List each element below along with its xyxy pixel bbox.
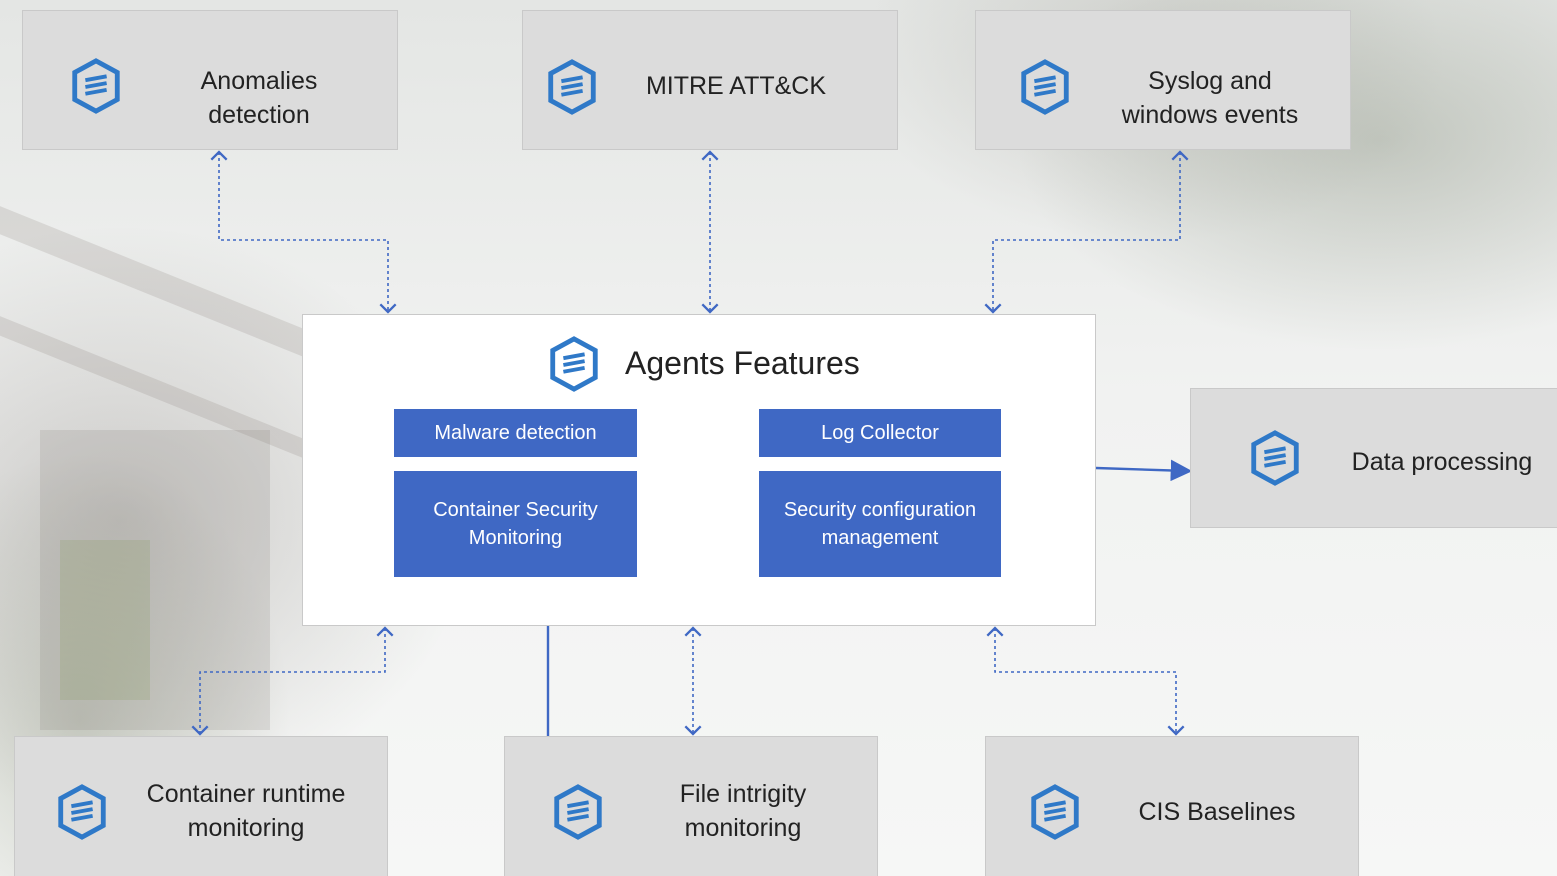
node-label: Data processing	[1351, 448, 1533, 476]
node-cis-baselines: CIS Baselines	[985, 736, 1359, 876]
panel-title: Agents Features	[625, 345, 860, 381]
wazuh-logo-icon	[548, 59, 596, 115]
node-label: File intrigity monitoring	[679, 780, 807, 842]
wazuh-logo-icon	[1021, 59, 1069, 115]
feature-security-configuration-management: Security configuration management	[759, 471, 1001, 577]
wazuh-logo-icon	[554, 784, 602, 840]
node-label: MITRE ATT&CK	[645, 72, 827, 100]
feature-container-security-monitoring: Container Security Monitoring	[394, 471, 637, 577]
node-label: Container runtime monitoring	[146, 780, 346, 842]
node-anomalies-detection: Anomalies detection	[22, 10, 398, 150]
node-mitre-attack: MITRE ATT&CK	[522, 10, 898, 150]
node-label: Syslog and windows events	[1121, 67, 1299, 129]
agents-features-panel: Agents Features Malware detection Log Co…	[302, 314, 1096, 626]
node-label: Anomalies detection	[200, 67, 318, 129]
wazuh-logo-icon	[550, 336, 598, 392]
wazuh-logo-icon	[58, 784, 106, 840]
wazuh-logo-icon	[72, 58, 120, 114]
node-data-processing: Data processing	[1190, 388, 1557, 528]
feature-malware-detection: Malware detection	[394, 409, 637, 457]
node-label: CIS Baselines	[1138, 798, 1296, 826]
wazuh-logo-icon	[1031, 784, 1079, 840]
wazuh-logo-icon	[1251, 430, 1299, 486]
node-file-integrity-monitoring: File intrigity monitoring	[504, 736, 878, 876]
feature-log-collector: Log Collector	[759, 409, 1001, 457]
node-container-runtime-monitoring: Container runtime monitoring	[14, 736, 388, 876]
node-syslog-windows-events: Syslog and windows events	[975, 10, 1351, 150]
